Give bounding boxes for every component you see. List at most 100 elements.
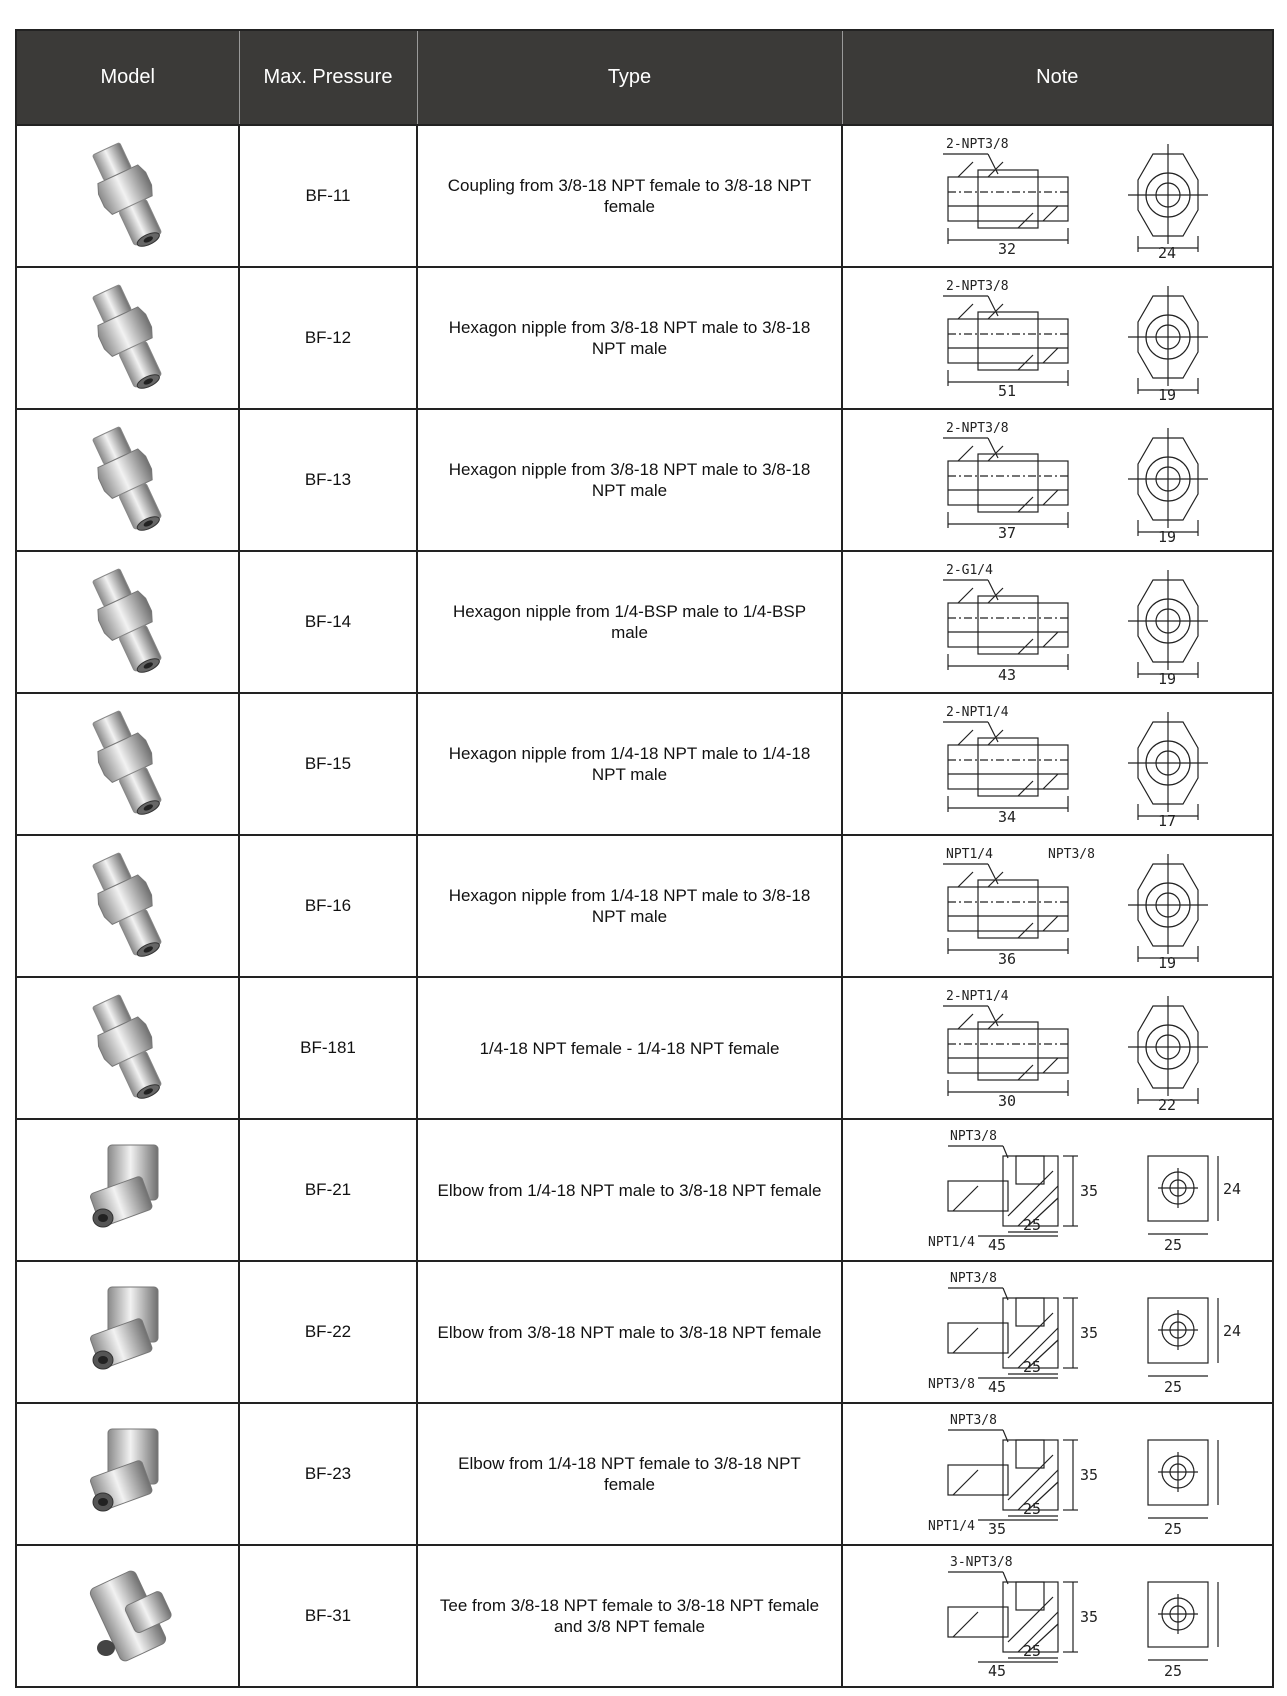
drawing-label: NPT3/8 — [950, 1271, 997, 1286]
model-photo-cell — [15, 834, 240, 978]
drawing-label: 2-NPT3/8 — [946, 279, 1009, 294]
drawing-label: 25 — [1164, 1378, 1182, 1396]
drawing-label: 2-NPT1/4 — [946, 989, 1009, 1004]
fitting-type: 1/4-18 NPT female - 1/4-18 NPT female — [416, 976, 843, 1120]
fitting-photo-icon — [89, 1286, 158, 1370]
drawing-label: 35 — [1080, 1466, 1098, 1484]
drawing-label: 19 — [1158, 386, 1176, 402]
fitting-photo-icon — [89, 1570, 172, 1662]
header-model: Model — [15, 30, 240, 126]
drawing-label: 25 — [1023, 1642, 1041, 1660]
model-photo-cell — [15, 266, 240, 410]
model-code: BF-11 — [238, 124, 418, 268]
drawing-label: 2-NPT3/8 — [946, 137, 1009, 152]
header-row: Model Max. Pressure Type Note — [15, 30, 1274, 126]
drawing-label: 17 — [1158, 812, 1176, 828]
drawing-label: 25 — [1023, 1216, 1041, 1234]
drawing-label: 35 — [1080, 1182, 1098, 1200]
fitting-photo-icon — [92, 568, 161, 673]
drawing-label: 25 — [1164, 1520, 1182, 1538]
technical-drawing-icon: 2-NPT1/4 30 22 — [942, 989, 1208, 1112]
drawing-label: 45 — [988, 1378, 1006, 1396]
model-photo-cell — [15, 1260, 240, 1404]
model-photo-cell — [15, 550, 240, 694]
drawing-label: 2-NPT1/4 — [946, 705, 1009, 720]
drawing-label: 45 — [988, 1662, 1006, 1680]
fitting-type: Elbow from 1/4-18 NPT male to 3/8-18 NPT… — [416, 1118, 843, 1262]
fitting-type: Hexagon nipple from 3/8-18 NPT male to 3… — [416, 266, 843, 410]
drawing-label: 30 — [998, 1092, 1016, 1110]
model-photo-cell — [15, 408, 240, 552]
fitting-photo-icon — [89, 1428, 158, 1512]
model-code: BF-22 — [238, 1260, 418, 1404]
drawing-label: NPT3/8 — [950, 1413, 997, 1428]
model-code: BF-181 — [238, 976, 418, 1120]
drawing-label: 25 — [1023, 1500, 1041, 1518]
model-photo-cell — [15, 976, 240, 1120]
drawing-label: 24 — [1223, 1180, 1241, 1198]
fitting-type: Hexagon nipple from 1/4-18 NPT male to 1… — [416, 692, 843, 836]
header-note: Note — [841, 30, 1274, 126]
fitting-type: Elbow from 1/4-18 NPT female to 3/8-18 N… — [416, 1402, 843, 1546]
model-photo-cell — [15, 1118, 240, 1262]
fitting-type: Hexagon nipple from 3/8-18 NPT male to 3… — [416, 408, 843, 552]
drawing-label: 3-NPT3/8 — [950, 1555, 1013, 1570]
drawing-label: NPT1/4 — [928, 1519, 975, 1534]
model-photo-cell — [15, 1544, 240, 1688]
drawing-label: 25 — [1164, 1662, 1182, 1680]
drawing-label: 43 — [998, 666, 1016, 684]
fitting-type: Coupling from 3/8-18 NPT female to 3/8-1… — [416, 124, 843, 268]
fitting-photo-icon — [92, 710, 161, 815]
drawing-label: NPT3/8 — [950, 1129, 997, 1144]
drawing-label: 25 — [1164, 1236, 1182, 1254]
model-photo-cell — [15, 124, 240, 268]
model-photo-cell — [15, 1402, 240, 1546]
drawing-label: 19 — [1158, 528, 1176, 544]
drawing-label: 35 — [1080, 1324, 1098, 1342]
fitting-type: Elbow from 3/8-18 NPT male to 3/8-18 NPT… — [416, 1260, 843, 1404]
header-max-pressure: Max. Pressure — [238, 30, 418, 126]
drawing-label: NPT1/4 — [928, 1235, 975, 1250]
drawing-label: 45 — [988, 1236, 1006, 1254]
fitting-photo-icon — [92, 142, 161, 247]
drawing-label: 22 — [1158, 1096, 1176, 1112]
model-code: BF-23 — [238, 1402, 418, 1546]
drawing-label: 24 — [1158, 244, 1176, 260]
fitting-photo-icon — [89, 1144, 158, 1228]
fitting-photo-icon — [92, 284, 161, 389]
note-drawing-cell: 2-NPT1/4 30 22 — [841, 976, 1274, 1120]
header-type: Type — [416, 30, 843, 126]
drawing-label: 25 — [1023, 1358, 1041, 1376]
model-code: BF-16 — [238, 834, 418, 978]
drawing-label: 36 — [998, 950, 1016, 968]
drawing-label: NPT3/8 — [928, 1377, 975, 1392]
drawing-label: 2-NPT3/8 — [946, 421, 1009, 436]
